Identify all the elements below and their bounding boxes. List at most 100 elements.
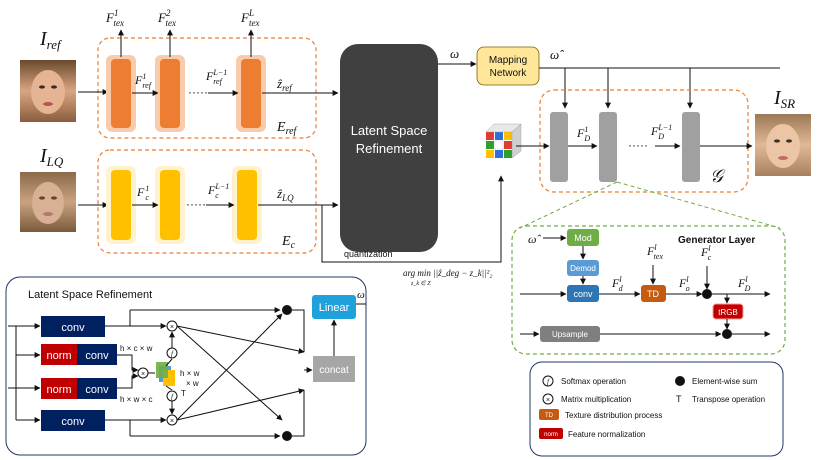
- ref-image-label: Iref: [39, 28, 63, 52]
- mod-box: [567, 229, 599, 246]
- lsr-conv-3-label: conv: [85, 384, 109, 396]
- demod-label: Demod: [570, 264, 596, 273]
- lsr-conv-2-label: conv: [85, 350, 109, 362]
- td-box: [641, 285, 666, 302]
- omega-hat-label: ω̂: [550, 47, 564, 62]
- lsr-sum-circle-2: [282, 431, 292, 441]
- latent-line2: Refinement: [356, 141, 423, 156]
- quantization-label: quantization: [344, 249, 393, 259]
- lsr-norm-1-label: norm: [46, 350, 71, 362]
- trgb-box: [712, 303, 744, 320]
- trgb-label: tRGB: [718, 308, 738, 317]
- legend-td: Texture distribution process: [565, 411, 662, 420]
- lsr-omega-label: ω: [357, 289, 365, 301]
- td-legend-text: TD: [545, 413, 554, 419]
- lsr-norm-2-label: norm: [46, 384, 71, 396]
- mod-label: Mod: [574, 233, 592, 243]
- generator-layer-title: Generator Layer: [678, 235, 755, 246]
- generator-dots: ·····: [628, 138, 648, 152]
- latent-refinement-block: [340, 44, 438, 252]
- legend-matmul: Matrix multiplication: [561, 395, 631, 404]
- upsample-box: [540, 326, 600, 342]
- quantization-arrow: [321, 175, 504, 263]
- lq-face-image: [20, 172, 76, 232]
- norm-legend-text: norm: [544, 432, 558, 438]
- zref-label: ẑref: [276, 76, 293, 93]
- omega-label: ω: [450, 46, 459, 61]
- lq-dots: ·····: [186, 197, 206, 211]
- matmul-legend-icon: [542, 393, 554, 405]
- legend-box: [529, 361, 784, 457]
- mapping-network-box: [476, 46, 540, 86]
- sum-legend-icon: [675, 376, 685, 386]
- lsr-conv-1: [41, 316, 105, 337]
- legend-softmax: Softmax operation: [561, 377, 626, 386]
- gl-conv-label: conv: [573, 289, 593, 299]
- demod-box: [567, 260, 599, 276]
- lsr-conv-3: [77, 378, 117, 399]
- lsr-detail-box: [5, 276, 367, 456]
- norm-legend-icon: [539, 428, 563, 439]
- generator-blocks: [550, 112, 700, 182]
- ref-encoder-blocks: [106, 55, 266, 132]
- lsr-conv-4-label: conv: [61, 416, 85, 428]
- ref-face-image: [20, 60, 76, 122]
- lq-image-label: ILQ: [39, 145, 64, 169]
- softmax-legend-icon: [542, 375, 554, 387]
- concat-label: concat: [319, 365, 349, 376]
- upsample-label: Upsample: [552, 330, 589, 339]
- lsr-norm-2: [41, 378, 77, 399]
- latent-line1: Latent Space: [351, 123, 428, 138]
- svg-text:f: f: [171, 350, 174, 358]
- generator-box: [539, 89, 749, 193]
- transpose-legend-icon: T: [676, 394, 682, 404]
- codebook-cube-icon: [485, 123, 522, 159]
- ref-dots: ·····: [188, 85, 208, 99]
- lsr-norm-1: [41, 344, 77, 365]
- lq-encoder-label: Ec: [281, 234, 296, 251]
- lq-encoder-blocks: [106, 166, 262, 244]
- lsr-sum-circle-1: [282, 305, 292, 315]
- generator-label: 𝒢: [710, 166, 726, 186]
- attention-map-icon: [156, 362, 175, 386]
- sr-face-image: [755, 114, 811, 176]
- generator-layer-box: [511, 225, 786, 355]
- gl-conv-box: [567, 285, 599, 302]
- concat-box: [313, 356, 355, 382]
- td-label: TD: [647, 289, 659, 299]
- dim-hcw: h × c × w: [120, 344, 153, 353]
- lsr-conv-2: [77, 344, 117, 365]
- lsr-conv-1-label: conv: [61, 322, 85, 334]
- legend-sum: Element-wise sum: [692, 377, 758, 386]
- quantization-formula: arg min ||ẑ_deg − z_k||²₂: [403, 268, 492, 278]
- svg-text:×: ×: [170, 418, 174, 425]
- dim-w: × w: [186, 379, 199, 388]
- lsr-conv-4: [41, 410, 105, 431]
- svg-text:×: ×: [546, 397, 550, 404]
- sr-image-label: ISR: [773, 87, 795, 111]
- td-legend-icon: [539, 409, 559, 420]
- svg-text:f: f: [171, 393, 174, 401]
- mapping-line2: Network: [490, 68, 528, 79]
- mapping-line1: Mapping: [489, 55, 527, 66]
- svg-text:×: ×: [141, 371, 145, 378]
- lsr-transpose-t: T: [181, 389, 186, 398]
- gl-sum-circle-1: [702, 289, 712, 299]
- lsr-title: Latent Space Refinement: [28, 289, 152, 301]
- ref-encoder-label: Eref: [276, 120, 298, 137]
- lq-encoder-box: [97, 149, 317, 254]
- gl-omega-hat: ω̂: [528, 232, 541, 246]
